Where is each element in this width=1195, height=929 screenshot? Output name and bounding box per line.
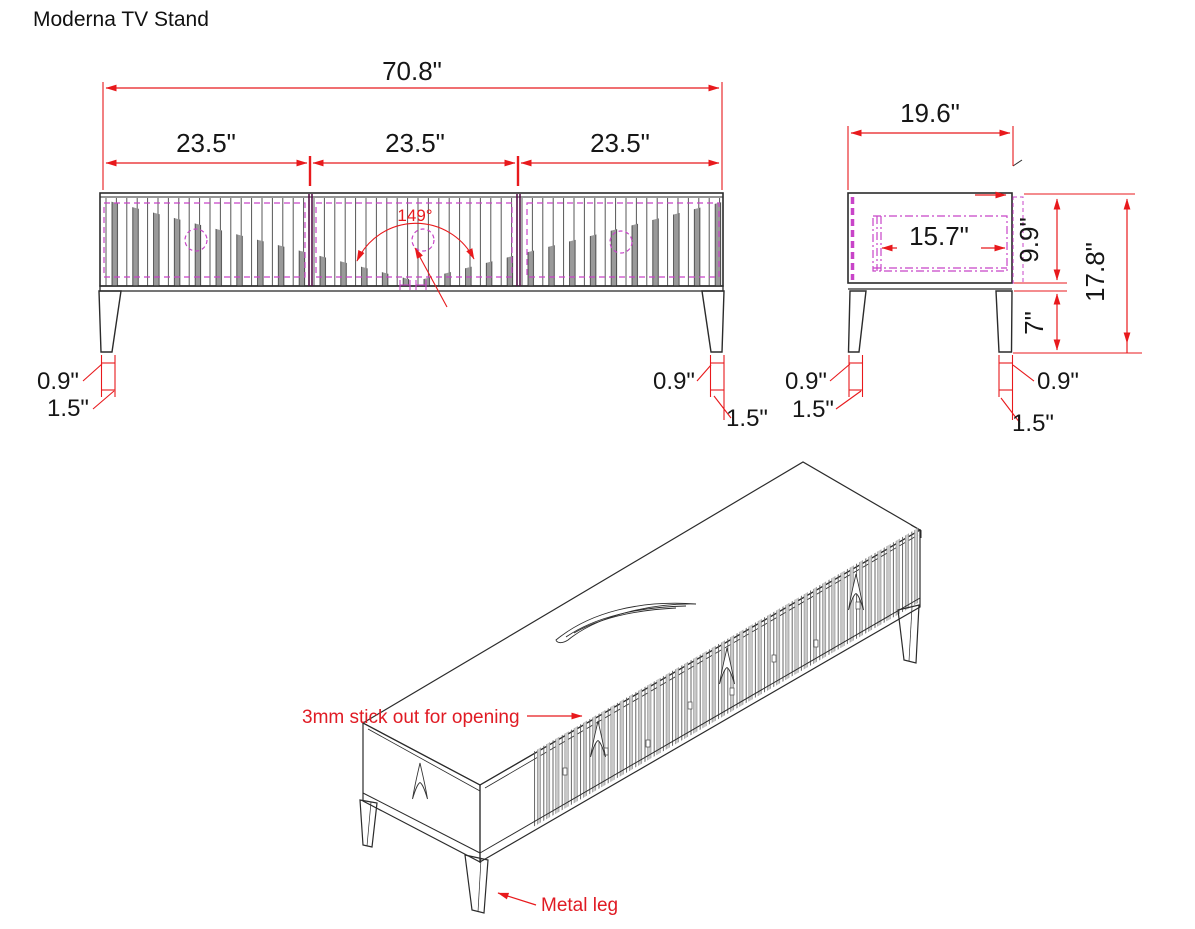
dim-inner-depth-label: 15.7"	[909, 221, 969, 251]
iso-front-slats	[533, 528, 918, 827]
side-left-leg-depth-label: 1.5"	[792, 396, 834, 423]
iso-front-rail-line	[479, 597, 921, 854]
side-right-leg-depth-label: 1.5"	[1012, 410, 1054, 437]
dim-front-right-leg: 0.9" 1.5"	[653, 355, 768, 432]
dim-total-height-label: 17.8"	[1080, 242, 1110, 302]
front-door-1-outline	[103, 202, 306, 278]
iso-corner-step	[910, 524, 922, 538]
front-right-leg-depth-label: 1.5"	[726, 405, 768, 432]
dim-door-3-label: 23.5"	[590, 128, 650, 158]
front-right-leg	[701, 290, 725, 353]
iso-slat-tip-nubs	[562, 601, 861, 776]
front-door-separators	[308, 194, 521, 286]
iso-left-face	[362, 722, 481, 863]
side-cabinet-outline	[847, 192, 1013, 284]
front-view: 70.8" 23.5" 23.5" 23.5" 149°	[37, 56, 768, 432]
front-door-dashed-outlines	[103, 202, 720, 278]
iso-front-right-leg	[897, 604, 920, 664]
front-right-leg-width-label: 0.9"	[653, 368, 695, 395]
side-inner-clearance	[872, 215, 1008, 272]
dim-depth: 19.6"	[847, 98, 1014, 190]
stickout-notch	[1012, 159, 1023, 167]
metal-leg-leader	[497, 892, 537, 906]
dim-angle-label: 149°	[397, 206, 432, 225]
front-door-2-outline	[315, 202, 513, 278]
dim-door-widths: 23.5" 23.5" 23.5"	[105, 128, 720, 186]
slat-gap-marks	[399, 280, 427, 290]
metal-leg-label: Metal leg	[541, 895, 618, 916]
side-right-leg	[995, 290, 1013, 353]
dim-side-left-leg: 0.9" 1.5"	[785, 355, 864, 423]
iso-rear-left-leg	[359, 799, 378, 848]
iso-left-lip-line	[367, 728, 481, 792]
handle-circle-door-1	[184, 228, 208, 252]
side-view: 19.6" 15.7" 9.9" 7" 17.8"	[785, 98, 1142, 437]
front-left-leg-depth-label: 1.5"	[47, 395, 89, 422]
front-left-leg-width-label: 0.9"	[37, 368, 79, 395]
dim-inner-depth-backing	[897, 222, 981, 249]
dim-slat-angle: 149°	[356, 206, 475, 308]
dim-body-height: 9.9"	[1014, 193, 1135, 284]
iso-front-left-leg	[464, 854, 489, 914]
dim-door-2-label: 23.5"	[385, 128, 445, 158]
page-title: Moderna TV Stand	[33, 8, 209, 31]
dim-door-1-label: 23.5"	[176, 128, 236, 158]
front-door-3-outline	[526, 202, 720, 278]
dim-side-right-leg: 0.9" 1.5"	[998, 355, 1079, 437]
dim-front-left-leg: 0.9" 1.5"	[37, 355, 116, 422]
iso-top-swoosh	[555, 602, 697, 644]
front-left-leg	[98, 290, 122, 353]
iso-annotations: 3mm stick out for opening Metal leg	[302, 707, 618, 916]
dim-leg-height: 7"	[1014, 290, 1067, 351]
front-bottom-rail	[99, 285, 724, 292]
dim-total-height: 17.8"	[1013, 198, 1142, 354]
dim-overall-width-label: 70.8"	[382, 56, 442, 86]
side-left-leg	[847, 290, 867, 353]
iso-handle-left-face	[412, 762, 428, 800]
isometric-view: 3mm stick out for opening Metal leg	[302, 461, 922, 916]
dim-leg-height-label: 7"	[1019, 311, 1049, 335]
handle-circle-door-3	[609, 230, 633, 254]
dim-overall-width: 70.8"	[102, 56, 723, 190]
dim-depth-label: 19.6"	[900, 98, 960, 128]
dim-body-height-label: 9.9"	[1014, 217, 1044, 262]
stickout-note-label: 3mm stick out for opening	[302, 707, 520, 728]
side-right-leg-width-label: 0.9"	[1037, 368, 1079, 395]
iso-legs	[359, 604, 920, 914]
side-left-leg-width-label: 0.9"	[785, 368, 827, 395]
iso-left-rail-line	[362, 792, 481, 854]
dim-inner-depth: 15.7"	[881, 221, 1006, 252]
